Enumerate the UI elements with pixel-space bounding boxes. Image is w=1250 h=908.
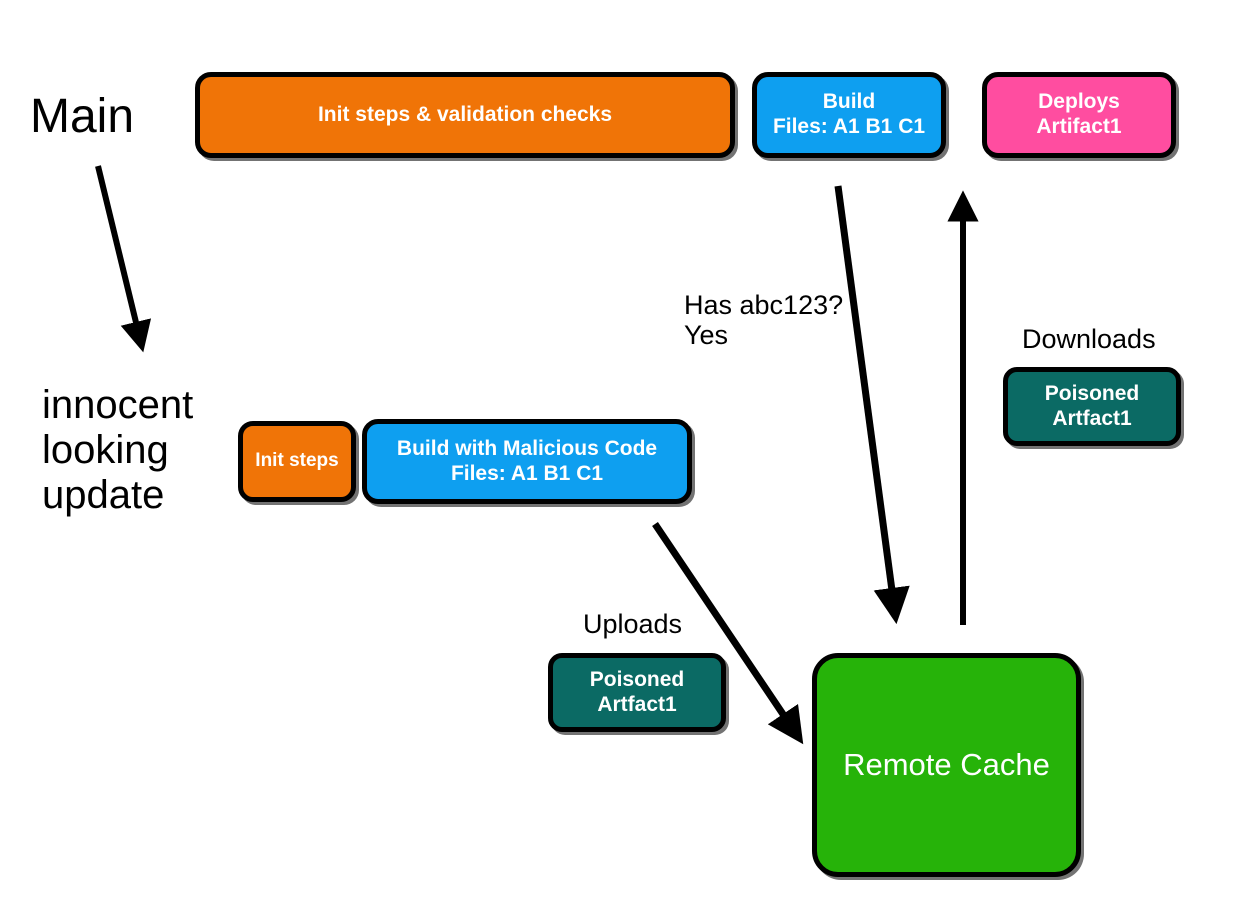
node-remote-cache[interactable]: Remote Cache bbox=[812, 653, 1081, 877]
node-poisoned-artifact-upload[interactable]: Poisoned Artfact1 bbox=[548, 653, 726, 732]
arrow-main-to-update bbox=[95, 165, 152, 353]
lane-label-innocent-update: innocent looking update bbox=[42, 383, 194, 517]
node-poisoned-artifact-download[interactable]: Poisoned Artfact1 bbox=[1003, 367, 1181, 446]
node-build-with-malicious-code[interactable]: Build with Malicious Code Files: A1 B1 C… bbox=[362, 419, 692, 504]
node-init-steps[interactable]: Init steps bbox=[238, 421, 356, 502]
arrow-build-to-cache bbox=[834, 185, 910, 625]
edge-label-uploads: Uploads bbox=[583, 609, 683, 639]
node-build-main[interactable]: Build Files: A1 B1 C1 bbox=[752, 72, 946, 158]
node-deploys-artifact1[interactable]: Deploys Artifact1 bbox=[982, 72, 1176, 158]
node-init-steps-and-validation-checks[interactable]: Init steps & validation checks bbox=[195, 72, 735, 158]
lane-label-main: Main bbox=[30, 90, 135, 143]
edge-label-cache-query: Has abc123? Yes bbox=[684, 290, 844, 351]
edge-label-downloads: Downloads bbox=[1022, 324, 1156, 354]
